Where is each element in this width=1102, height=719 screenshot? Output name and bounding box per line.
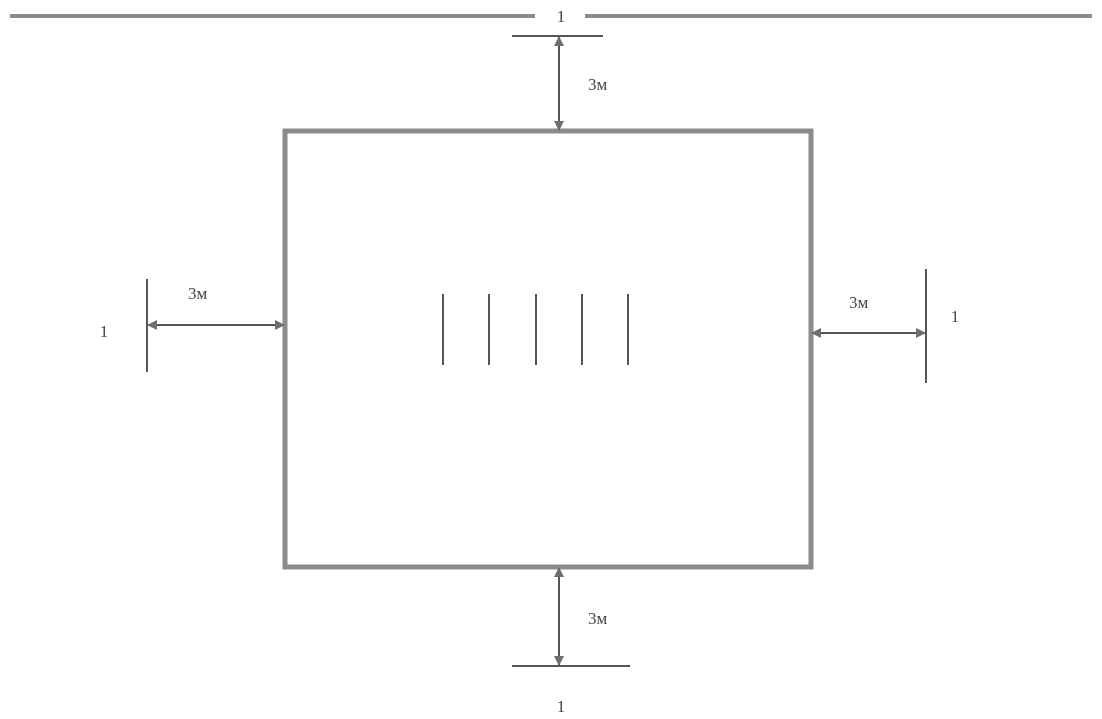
bottom-distance-label: 3м: [588, 609, 608, 628]
building-outline: [282, 128, 814, 570]
left-distance-label: 3м: [188, 284, 208, 303]
top-marker-label: 1: [557, 7, 566, 26]
right-marker-label: 1: [951, 307, 960, 326]
top-distance-label: 3м: [588, 75, 608, 94]
inner-hatch-lines: [442, 294, 629, 365]
right-distance-label: 3м: [849, 293, 869, 312]
bottom-marker-label: 1: [557, 697, 566, 716]
left-marker-label: 1: [100, 322, 109, 341]
